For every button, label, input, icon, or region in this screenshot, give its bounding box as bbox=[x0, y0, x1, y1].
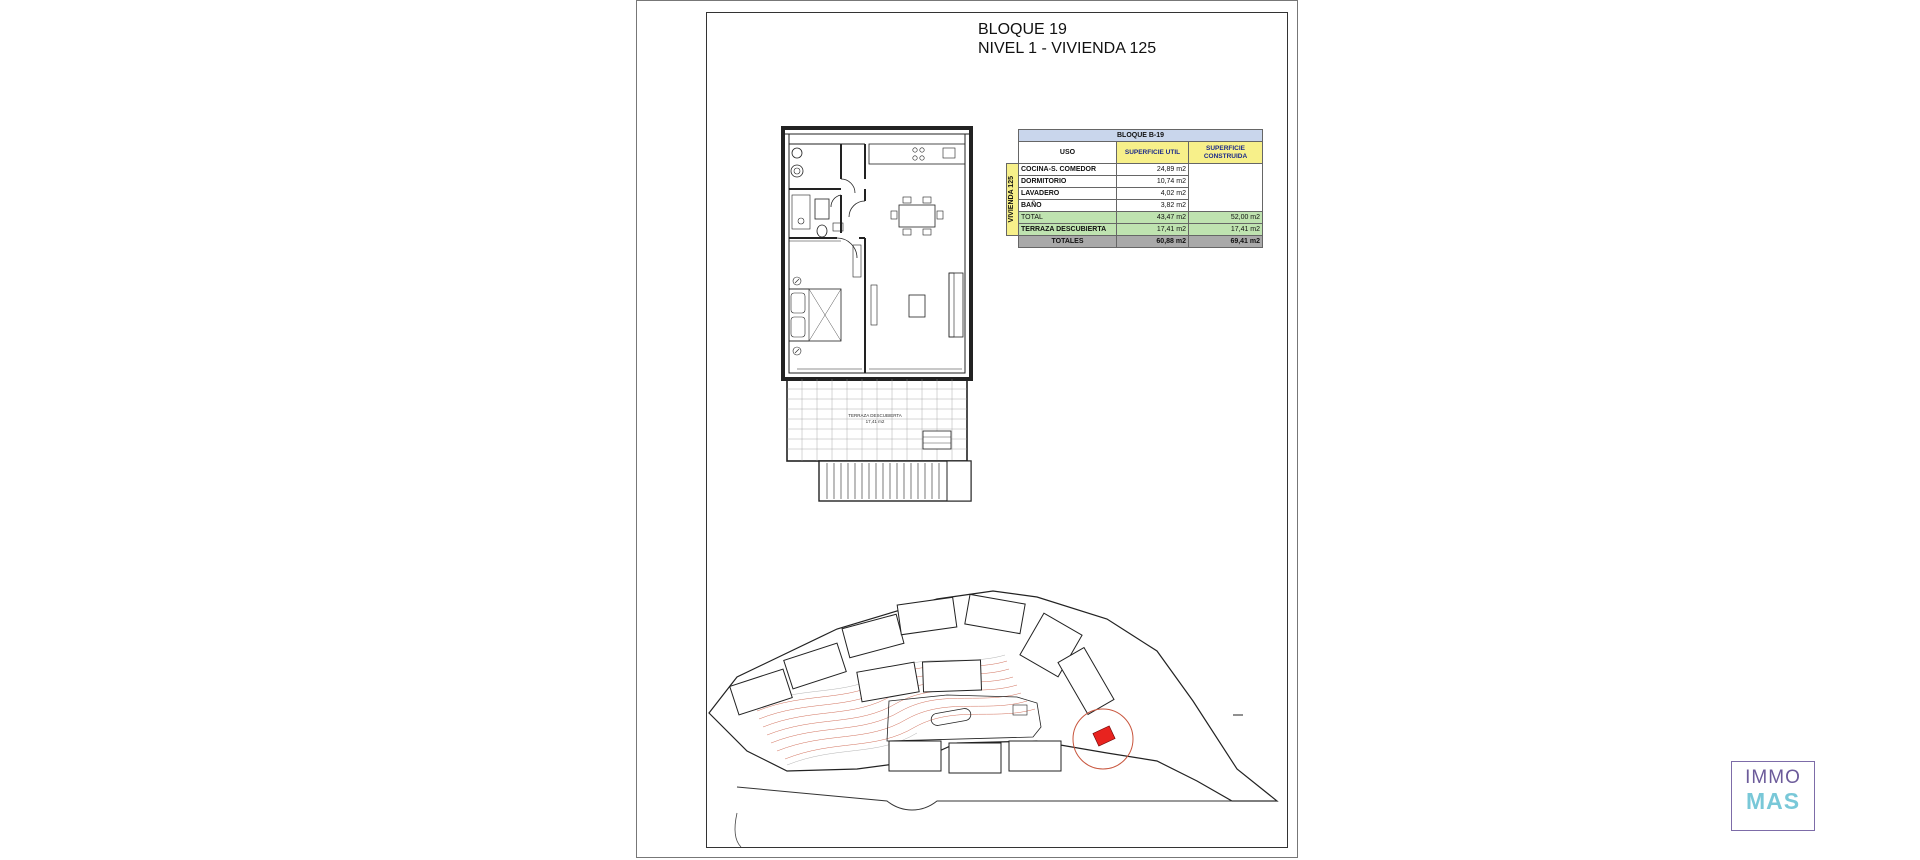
site-plan bbox=[708, 590, 1279, 848]
areas-table: BLOQUE B-19 USO SUPERFICIE UTIL SUPERFIC… bbox=[1006, 129, 1264, 248]
site-block bbox=[948, 742, 1002, 774]
drawing-frame bbox=[706, 12, 1288, 848]
selected-unit-highlight bbox=[1092, 725, 1116, 747]
table-row: LAVADERO 4,02 m2 bbox=[1007, 187, 1263, 200]
terrace-label: TERRAZA DESCUBIERTA bbox=[848, 413, 902, 418]
terrace-area: 17,41 m2 bbox=[866, 419, 885, 424]
site-block bbox=[1008, 740, 1062, 772]
col-uso: USO bbox=[1018, 141, 1117, 164]
site-block bbox=[964, 593, 1026, 635]
col-util: SUPERFICIE UTIL bbox=[1116, 141, 1189, 164]
unit-side-label: VIVIENDA 125 bbox=[1006, 163, 1019, 236]
table-row: VIVIENDA 125 COCINA-S. COMEDOR 24,89 m2 bbox=[1006, 163, 1264, 236]
site-block bbox=[896, 596, 958, 636]
road-line bbox=[736, 786, 1277, 811]
inner-wall-line bbox=[788, 133, 966, 374]
plan-drawing: TERRAZA DESCUBIERTA 17,41 m2 bbox=[708, 126, 1279, 848]
floor-plan bbox=[781, 126, 973, 502]
site-block bbox=[856, 661, 920, 703]
site-block bbox=[921, 659, 983, 693]
logo-line1: IMMO bbox=[1745, 767, 1801, 788]
table-header: BLOQUE B-19 bbox=[1017, 129, 1264, 142]
site-block bbox=[783, 642, 847, 690]
table-row: DORMITORIO 10,74 m2 bbox=[1007, 175, 1263, 188]
pool-area bbox=[886, 694, 1042, 742]
table-row-terraza: TERRAZA DESCUBIERTA 17,41 m2 17,41 m2 bbox=[1007, 223, 1264, 236]
site-block bbox=[729, 668, 793, 716]
site-block bbox=[841, 613, 905, 659]
unit-title: NIVEL 1 - VIVIENDA 125 bbox=[978, 40, 1157, 57]
table-row-totales: TOTALES 60,88 m2 69,41 m2 bbox=[1006, 235, 1264, 248]
plan-sheet: BLOQUE 19 NIVEL 1 - VIVIENDA 125 bbox=[636, 0, 1298, 858]
sheet-title: BLOQUE 19 NIVEL 1 - VIVIENDA 125 bbox=[978, 20, 1156, 58]
immomas-logo: IMMO MAS bbox=[1731, 761, 1815, 831]
block-title: BLOQUE 19 bbox=[978, 21, 1067, 38]
logo-line2: MAS bbox=[1745, 788, 1801, 814]
site-block bbox=[888, 740, 942, 772]
table-row-total: TOTAL 43,47 m2 52,00 m2 bbox=[1007, 211, 1264, 224]
col-construida: SUPERFICIE CONSTRUIDA bbox=[1187, 141, 1264, 164]
site-block bbox=[1057, 646, 1115, 716]
stair-outline bbox=[818, 460, 972, 502]
table-row: BAÑO 3,82 m2 bbox=[1007, 199, 1263, 212]
